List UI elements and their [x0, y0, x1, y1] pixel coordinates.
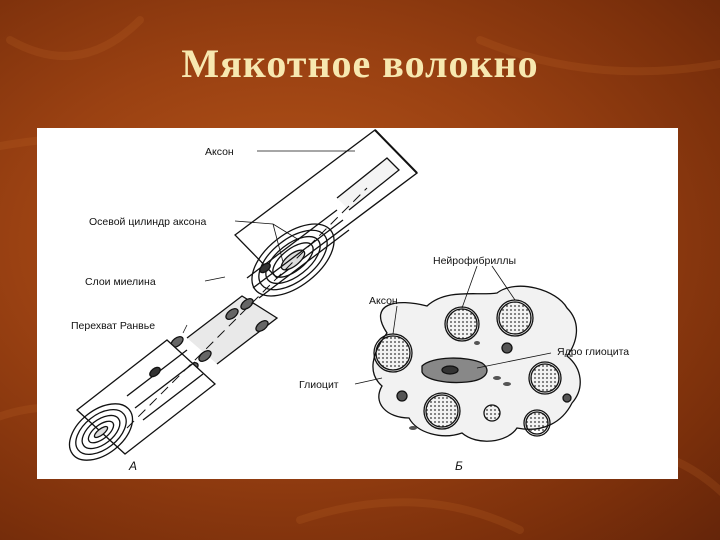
label-axon-b: Аксон: [369, 295, 398, 307]
myelin-layers-upper: [251, 223, 335, 297]
label-node-of-ranvier: Перехват Ранвье: [71, 320, 155, 332]
nerve-fiber-diagram: Аксон Осевой цилиндр аксона Слои миелина…: [68, 129, 629, 473]
axon-circles: [373, 299, 572, 437]
label-axial-cylinder: Осевой цилиндр аксона: [89, 216, 206, 228]
panel-b-leaders: [354, 265, 552, 385]
panel-a-letter: А: [128, 459, 137, 473]
label-neurofibrils: Нейрофибриллы: [433, 255, 516, 267]
diagram-figure: Аксон Осевой цилиндр аксона Слои миелина…: [37, 128, 678, 479]
panel-a-leaders: [182, 150, 355, 334]
fiber-cross-section: [372, 285, 581, 442]
label-myelin-layers: Слои миелина: [85, 276, 156, 288]
label-axon-a: Аксон: [205, 146, 234, 158]
fiber-longitudinal: [68, 129, 418, 461]
panel-b-letter: Б: [455, 459, 463, 473]
myelin-layers-lower: [68, 403, 134, 461]
slide-title: Мякотное волокно: [181, 41, 539, 86]
label-glial-nucleus: Ядро глиоцита: [557, 346, 629, 358]
label-gliocyte: Глиоцит: [299, 379, 339, 391]
